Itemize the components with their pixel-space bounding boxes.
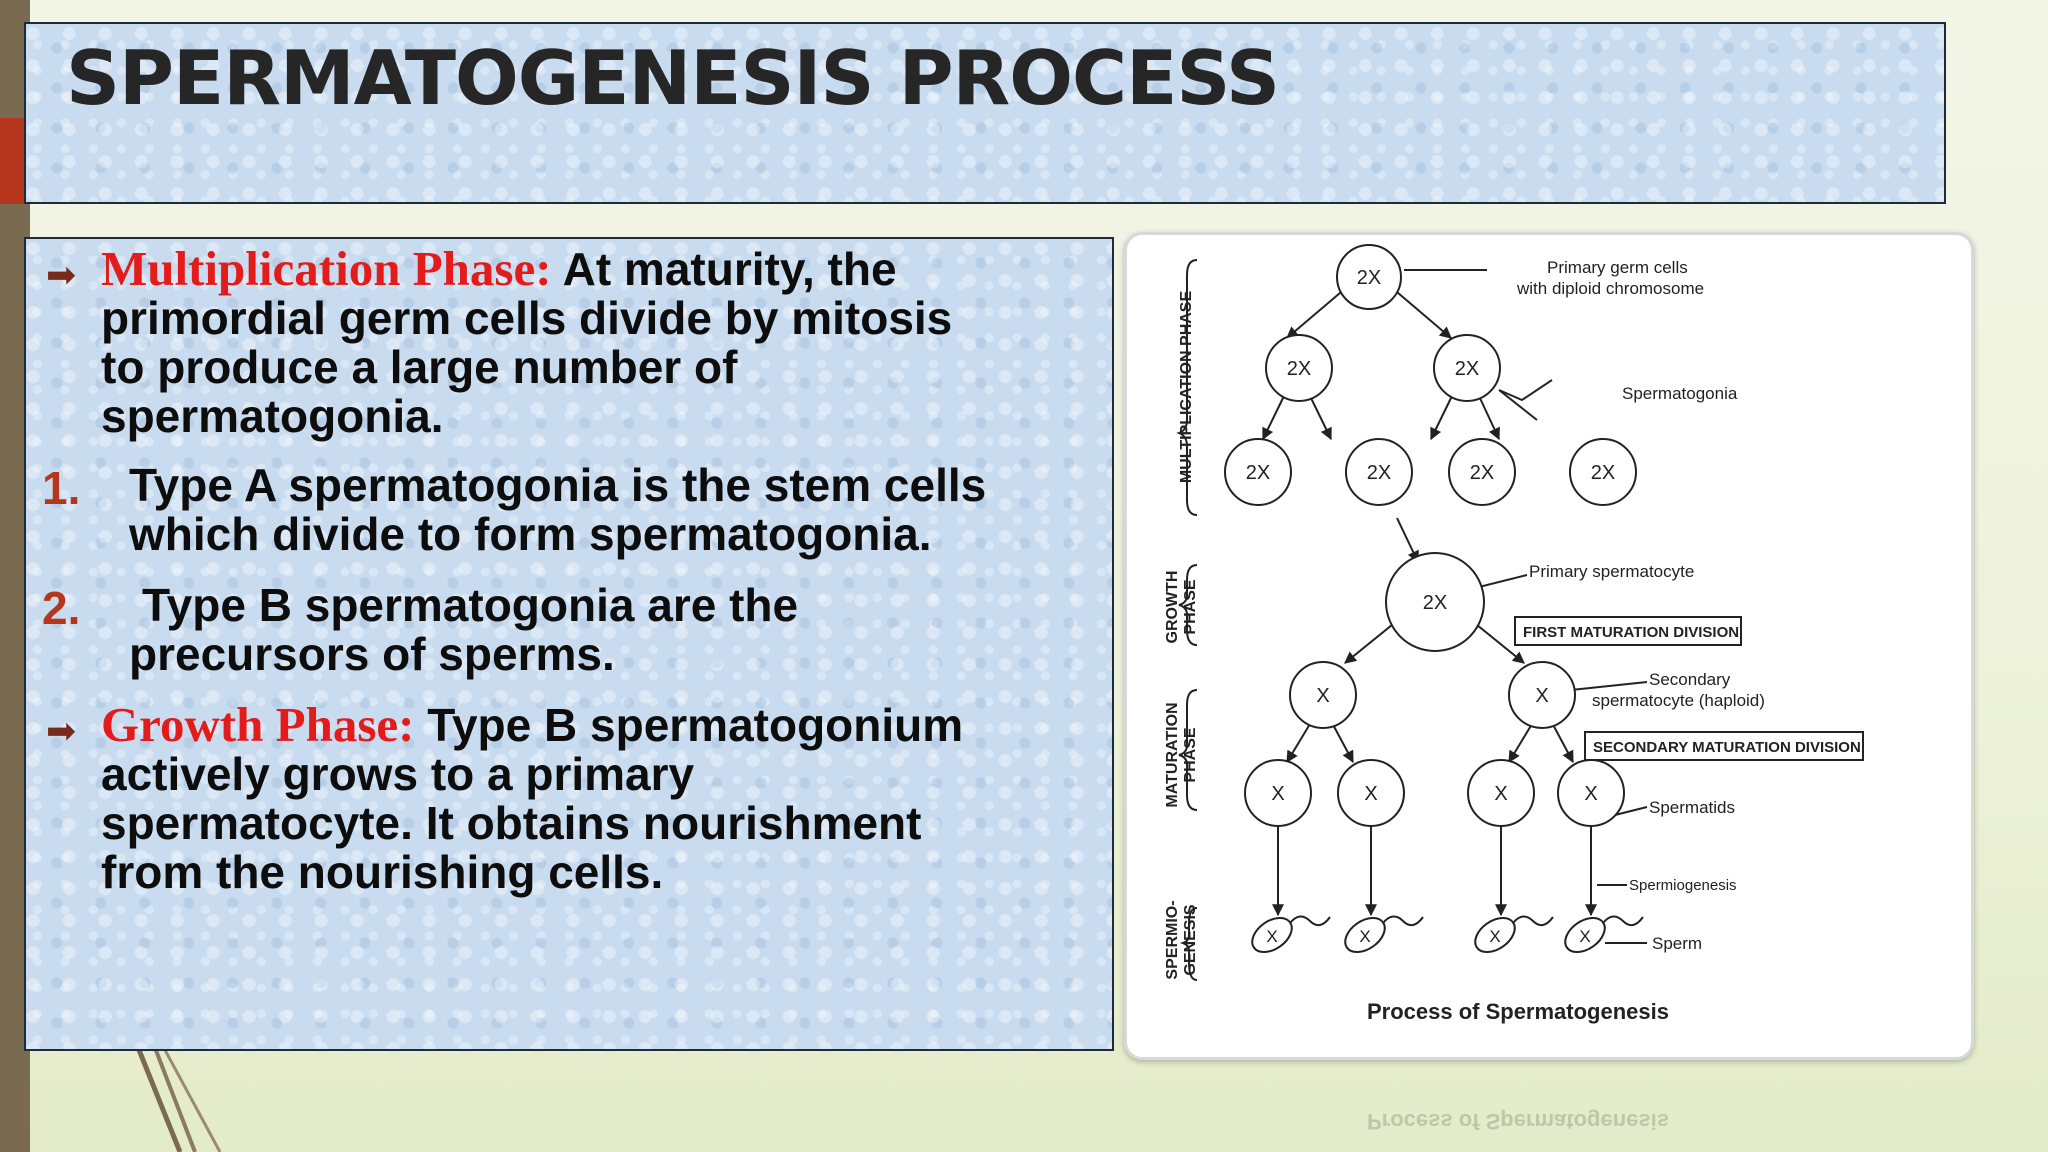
type-b-line: Type B spermatogonia are the bbox=[142, 579, 799, 631]
reflection-svg: Process of Spermatogenesis bbox=[1367, 1109, 1669, 1134]
cell-label: X bbox=[1359, 927, 1370, 946]
multiplication-line: to produce a large number of bbox=[101, 341, 738, 393]
cell-label: X bbox=[1266, 927, 1277, 946]
spermatogonium-cell bbox=[1569, 438, 1637, 506]
multiplication-phase-label: MULTIPLICATION PHASE bbox=[1178, 291, 1195, 484]
multiplication-brace bbox=[1176, 259, 1198, 516]
cell-label: X bbox=[1316, 685, 1329, 707]
slide-title: SPERMATOGENESIS PROCESS bbox=[66, 34, 1280, 122]
cell-label: X bbox=[1364, 783, 1377, 805]
spermatogonium-cell bbox=[1224, 438, 1292, 506]
multiplication-line: At maturity, the bbox=[562, 243, 897, 295]
figure-caption: Process of Spermatogenesis bbox=[1367, 999, 1669, 1024]
arrow-bullet-icon: ➡ bbox=[46, 254, 77, 295]
annotation-text: Spermatids bbox=[1649, 798, 1735, 817]
first-division-label: FIRST MATURATION DIVISION bbox=[1523, 624, 1739, 641]
growth-phase-label: PHASE bbox=[1182, 579, 1199, 634]
cell-label: 2X bbox=[1287, 358, 1311, 380]
cell-label: X bbox=[1535, 685, 1548, 707]
multiplication-line: primordial germ cells divide by mitosis bbox=[101, 292, 953, 344]
annotation-text: Sperm bbox=[1652, 934, 1702, 953]
cell-label: 2X bbox=[1367, 462, 1391, 484]
annotation-text: Spermiogenesis bbox=[1629, 877, 1737, 894]
sperm-icons bbox=[1251, 915, 1644, 954]
second-division-label: SECONDARY MATURATION DIVISION bbox=[1593, 739, 1861, 756]
cell-label: 2X bbox=[1423, 592, 1447, 614]
cell-label: X bbox=[1489, 927, 1500, 946]
growth-line: actively grows to a primary bbox=[101, 748, 695, 800]
growth-phase-label: Growth Phase: bbox=[101, 697, 415, 752]
annotation-text: Primary spermatocyte bbox=[1529, 562, 1694, 581]
type-a-line: Type A spermatogonia is the stem cells bbox=[129, 459, 987, 511]
spermatogonium-cell bbox=[1433, 334, 1501, 402]
figure-reflection: Process of Spermatogenesis bbox=[1124, 1070, 1968, 1152]
cell-label: X bbox=[1494, 783, 1507, 805]
maturation-brace bbox=[1178, 689, 1198, 811]
type-a-line: which divide to form spermatogonia. bbox=[129, 508, 932, 560]
cell-circles bbox=[1224, 244, 1637, 827]
spermatogenesis-diagram: 2X 2X 2X 2X 2X 2X 2X 2X X X X X X X X X … bbox=[1164, 244, 1864, 1024]
multiplication-line: spermatogonia. bbox=[101, 390, 444, 442]
spermio-brace bbox=[1179, 907, 1198, 981]
maturation-phase-label: PHASE bbox=[1182, 727, 1199, 782]
decorative-lines bbox=[132, 1040, 222, 1152]
growth-line: from the nourishing cells. bbox=[101, 846, 664, 898]
cell-label: X bbox=[1579, 927, 1590, 946]
spermatogenesis-figure: 2X 2X 2X 2X 2X 2X 2X 2X X X X X X X X X … bbox=[1124, 232, 1974, 1060]
primary-germ-cell bbox=[1336, 244, 1402, 310]
cell-label: 2X bbox=[1470, 462, 1494, 484]
multiplication-phase-label: Multiplication Phase: bbox=[101, 241, 552, 296]
spermatid-cell bbox=[1337, 759, 1405, 827]
annotation-text: Primary germ cells bbox=[1547, 258, 1688, 277]
cell-label: 2X bbox=[1455, 358, 1479, 380]
cell-label: X bbox=[1271, 783, 1284, 805]
first-division-box bbox=[1514, 616, 1742, 646]
cell-label: 2X bbox=[1357, 267, 1381, 289]
spermiogenesis-phase-label: SPERMIO- bbox=[1164, 900, 1181, 979]
type-a-paragraph: Type A spermatogonia is the stem cells w… bbox=[129, 461, 986, 559]
growth-line: spermatocyte. It obtains nourishment bbox=[101, 797, 922, 849]
growth-phase-label: GROWTH bbox=[1164, 571, 1181, 644]
cell-label: 2X bbox=[1591, 462, 1615, 484]
secondary-spermatocyte-cell bbox=[1289, 661, 1357, 729]
spermatid-cell bbox=[1467, 759, 1535, 827]
annotation-text: Secondary bbox=[1649, 670, 1731, 689]
spermatogonium-cell bbox=[1448, 438, 1516, 506]
arrow-bullet-icon: ➡ bbox=[46, 710, 77, 751]
growth-paragraph: Growth Phase: Type B spermatogonium acti… bbox=[101, 700, 963, 897]
spermatogonium-cell bbox=[1265, 334, 1333, 402]
type-b-paragraph: Type B spermatogonia are the precursors … bbox=[129, 581, 798, 679]
growth-brace bbox=[1178, 564, 1198, 646]
multiplication-paragraph: Multiplication Phase: At maturity, the p… bbox=[101, 244, 952, 441]
annotation-text: Spermatogonia bbox=[1622, 384, 1738, 403]
annotation-text: spermatocyte (haploid) bbox=[1592, 691, 1765, 710]
spermatid-cell bbox=[1244, 759, 1312, 827]
spermatogonium-cell bbox=[1345, 438, 1413, 506]
primary-spermatocyte-cell bbox=[1385, 552, 1485, 652]
type-b-line: precursors of sperms. bbox=[129, 628, 615, 680]
secondary-spermatocyte-cell bbox=[1508, 661, 1576, 729]
spermiogenesis-phase-label: GENESIS bbox=[1182, 904, 1199, 975]
cell-label: 2X bbox=[1246, 462, 1270, 484]
content-panel: ➡ Multiplication Phase: At maturity, the… bbox=[24, 237, 1114, 1051]
annotation-text: with diploid chromosome bbox=[1516, 279, 1704, 298]
title-banner: SPERMATOGENESIS PROCESS bbox=[24, 22, 1946, 204]
reflected-caption: Process of Spermatogenesis bbox=[1367, 1109, 1669, 1134]
second-division-box bbox=[1584, 731, 1864, 761]
cell-label: X bbox=[1584, 783, 1597, 805]
list-number: 2. bbox=[42, 582, 81, 634]
maturation-phase-label: MATURATION bbox=[1164, 702, 1181, 807]
growth-line: Type B spermatogonium bbox=[427, 699, 964, 751]
list-number: 1. bbox=[42, 462, 81, 514]
